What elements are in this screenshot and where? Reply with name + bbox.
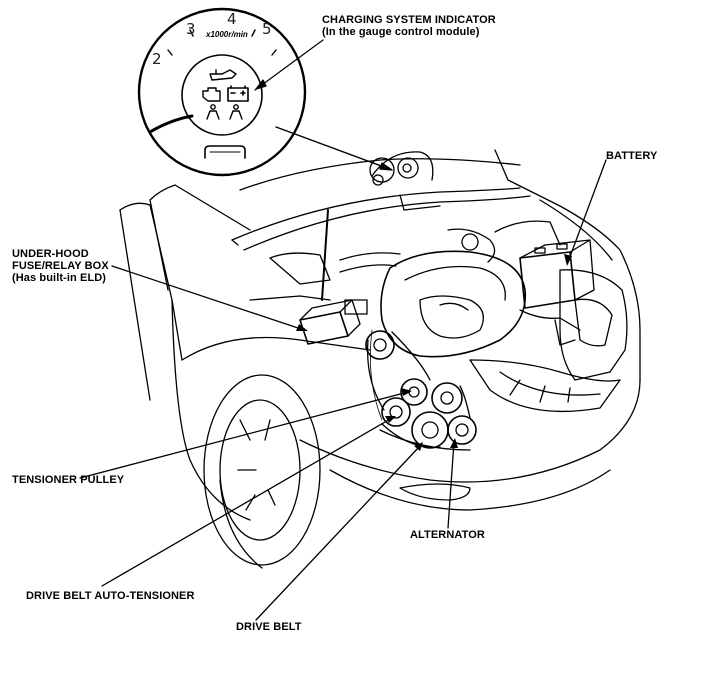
label-drive-belt-auto-tensioner: DRIVE BELT AUTO-TENSIONER (26, 590, 195, 602)
label-charging-system-indicator: CHARGING SYSTEM INDICATOR (In the gauge … (322, 14, 496, 38)
label-battery: BATTERY (606, 150, 658, 162)
car-body (119, 149, 641, 569)
label-alternator: ALTERNATOR (410, 529, 485, 541)
oil-pressure-icon (209, 69, 237, 81)
gauge-number-4: 4 (227, 10, 237, 28)
check-engine-icon (202, 87, 221, 102)
gauge-number-3: 3 (186, 20, 196, 38)
label-fuse-line2: FUSE/RELAY BOX (12, 260, 109, 272)
label-tensioner-pulley: TENSIONER PULLEY (12, 474, 125, 486)
gauge-number-2: 2 (152, 50, 162, 68)
seatbelt-icon (206, 104, 220, 120)
engine-bay (269, 220, 595, 449)
label-charging-line2: (In the gauge control module) (322, 26, 480, 38)
drive-belt-assembly (365, 329, 477, 449)
label-fuse-line3: (Has built-in ELD) (12, 272, 107, 284)
fuse-relay-box-illustration (299, 299, 368, 345)
label-drive-belt: DRIVE BELT (236, 621, 302, 633)
gauge-unit: x1000r/min (206, 30, 248, 39)
label-charging-line1: CHARGING SYSTEM INDICATOR (322, 14, 496, 26)
label-fuse-line1: UNDER-HOOD (12, 248, 89, 260)
airbag-icon (229, 104, 243, 120)
leader-lines (79, 159, 607, 621)
gauge-number-5: 5 (262, 20, 272, 38)
gauge-inset (137, 7, 307, 177)
battery-illustration (519, 239, 595, 309)
label-fuse-relay-box: UNDER-HOOD FUSE/RELAY BOX (Has built-in … (12, 248, 109, 284)
battery-charging-icon (227, 85, 249, 102)
